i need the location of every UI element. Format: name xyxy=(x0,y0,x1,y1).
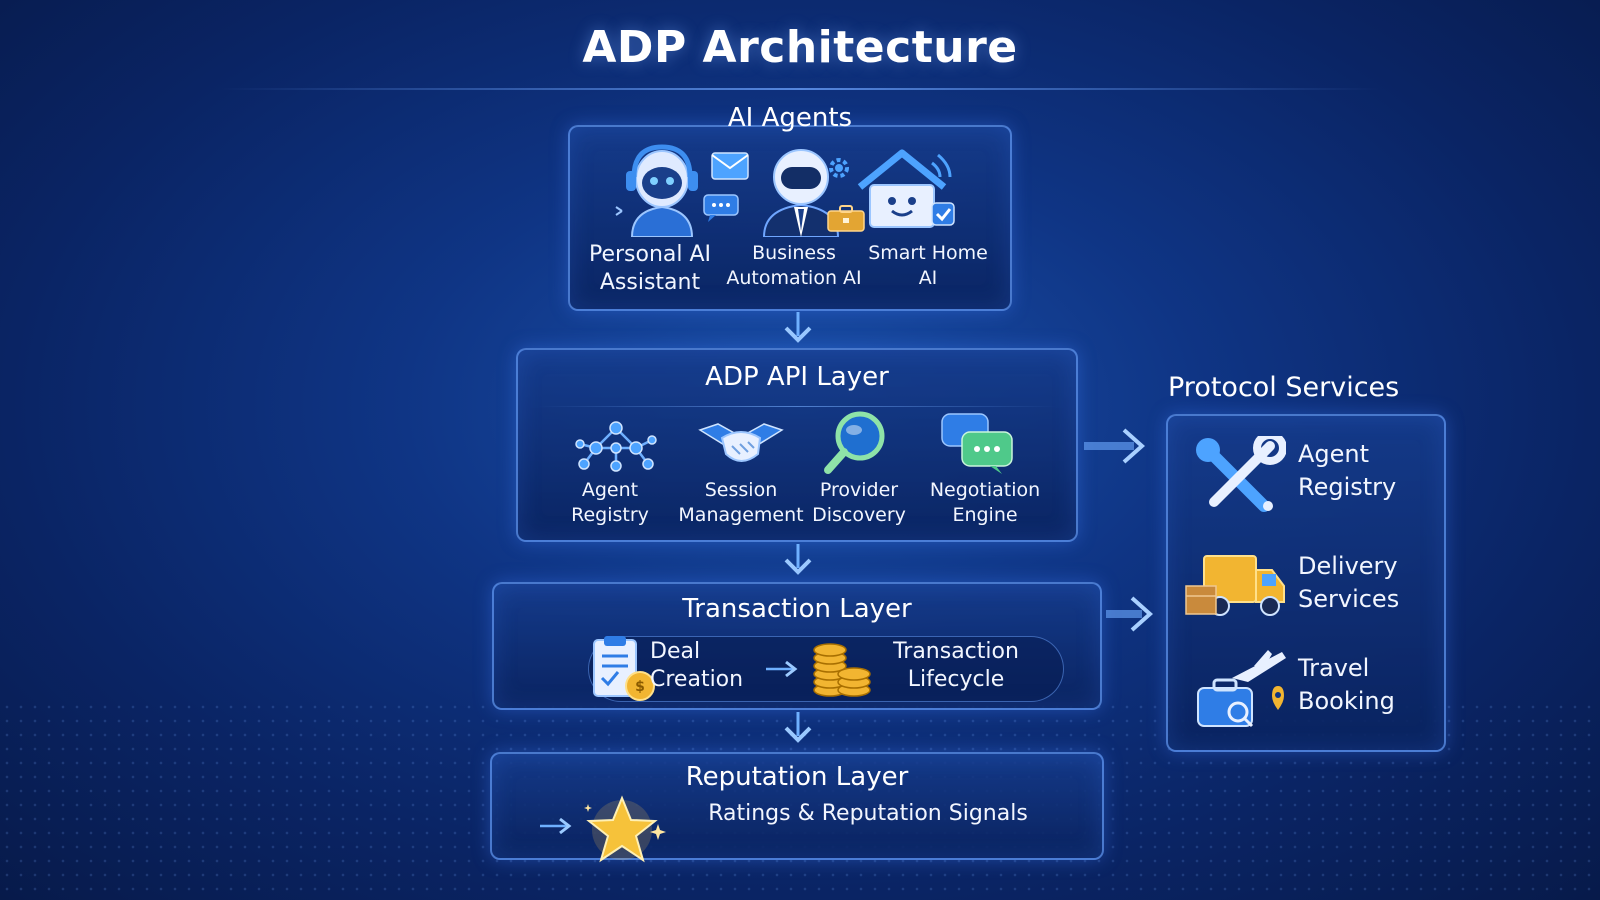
flow-arrow-agents-to-api xyxy=(778,312,818,344)
travel-luggage-icon xyxy=(1194,648,1290,732)
api-layer-panel: ADP API Layer xyxy=(516,348,1078,542)
api-layer-divider xyxy=(538,406,1056,407)
business-robot-icon xyxy=(756,147,846,238)
network-nodes-icon xyxy=(574,416,658,474)
svg-text:$: $ xyxy=(635,679,645,695)
protocol-services-title: Protocol Services xyxy=(1168,372,1400,403)
delivery-truck-icon xyxy=(1184,546,1288,626)
ai-agents-title: AI Agents xyxy=(727,103,853,133)
star-icon xyxy=(582,794,668,864)
reputation-signals-label: Ratings & Reputation Signals xyxy=(708,801,1028,826)
reputation-layer-panel: Reputation Layer Ratings & Reputation Si… xyxy=(490,752,1104,863)
reputation-layer-title: Reputation Layer xyxy=(685,762,909,792)
magnifier-icon xyxy=(820,408,890,478)
gear-icon xyxy=(826,155,852,181)
robot-headset-icon xyxy=(612,141,722,238)
chat-icon xyxy=(702,193,740,223)
ai-agents-panel: AI Agents xyxy=(568,103,1012,311)
briefcase-icon xyxy=(826,203,866,233)
flow-arrow-api-to-services xyxy=(1084,426,1148,466)
transaction-layer-title: Transaction Layer xyxy=(682,594,912,624)
diagram-title: ADP Architecture xyxy=(582,22,1018,73)
title-divider xyxy=(220,88,1380,90)
clipboard-coin-icon: $ xyxy=(590,634,656,704)
flow-arrow-into-star-icon xyxy=(538,816,574,836)
chat-bubbles-icon xyxy=(940,412,1016,476)
handshake-icon xyxy=(696,416,786,472)
wrench-icon xyxy=(1194,431,1287,516)
envelope-icon xyxy=(710,151,750,181)
flow-arrow-api-to-transaction xyxy=(778,544,818,576)
flow-arrow-transaction-to-reputation xyxy=(778,712,818,744)
flow-arrow-right-icon xyxy=(764,658,800,680)
coin-stack-icon xyxy=(810,640,874,700)
api-layer-title: ADP API Layer xyxy=(705,362,889,392)
smart-home-icon xyxy=(852,147,962,231)
flow-arrow-transaction-to-services xyxy=(1106,594,1154,634)
